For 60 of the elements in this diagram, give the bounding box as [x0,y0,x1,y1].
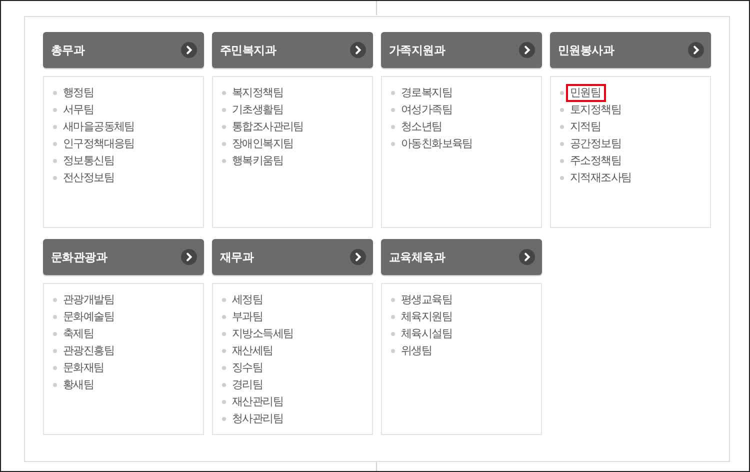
team-name: 토지정책팀 [570,102,622,118]
team-name: 지적재조사팀 [570,170,632,186]
team-name: 행복키움팀 [232,153,284,169]
team-name: 지방소득세팀 [232,326,294,342]
team-name: 문화재팀 [63,360,104,376]
team-name: 청사관리팀 [232,411,284,427]
team-name: 경로복지팀 [401,85,452,101]
team-name: 정보통신팀 [63,153,114,169]
department-title: 교육체육과 [389,250,446,264]
team-name: 전산정보팀 [63,170,114,186]
team-name: 관광개발팀 [63,292,114,308]
team-name: 서무팀 [63,102,94,118]
team-name: 주소정책팀 [570,153,622,169]
department-header [212,32,373,68]
team-list-panel [550,76,711,228]
team-name: 축제팀 [63,326,94,342]
department-title: 총무과 [51,43,85,57]
team-name: 재산관리팀 [232,394,284,410]
team-name: 청소년팀 [401,119,442,135]
team-name: 문화예술팀 [63,309,114,325]
team-name: 부과팀 [232,309,263,325]
team-name: 장애인복지팀 [232,136,294,152]
department-header [43,32,204,68]
team-name: 체육시설팀 [401,326,452,342]
team-name: 황새팀 [63,377,94,393]
department-header [550,32,711,68]
department-header [212,239,373,275]
team-list-panel [381,76,542,228]
team-name: 복지정책팀 [232,85,284,101]
team-list-panel [43,76,204,228]
team-name: 평생교육팀 [401,292,452,308]
team-name: 징수팀 [232,360,263,376]
highlighted-team-name: 민원팀 [566,84,606,102]
department-title: 가족지원과 [389,43,446,57]
department-title: 문화관광과 [51,250,108,264]
department-title: 재무과 [220,250,254,264]
department-header [43,239,204,275]
team-name: 인구정책대응팀 [63,136,134,152]
team-name: 지적팀 [570,119,601,135]
team-name: 위생팀 [401,343,432,359]
team-name: 기초생활팀 [232,102,284,118]
team-name: 재산세팀 [232,343,273,359]
team-name: 세정팀 [232,292,263,308]
team-name: 아동친화보육팀 [401,136,472,152]
team-name: 경리팀 [232,377,263,393]
team-list-panel [212,283,373,435]
team-name: 통합조사관리팀 [232,119,304,135]
team-name: 새마을공동체팀 [63,119,134,135]
team-list-panel [212,76,373,228]
team-name: 공간정보팀 [570,136,622,152]
department-title: 주민복지과 [220,43,276,57]
team-list-panel [381,283,542,435]
department-header [381,32,542,68]
team-name: 행정팀 [63,85,94,101]
department-title: 민원봉사과 [558,43,614,57]
team-name: 관광진흥팀 [63,343,114,359]
team-name: 여성가족팀 [401,102,452,118]
department-header [381,239,542,275]
team-list-panel [43,283,204,435]
team-name: 체육지원팀 [401,309,452,325]
